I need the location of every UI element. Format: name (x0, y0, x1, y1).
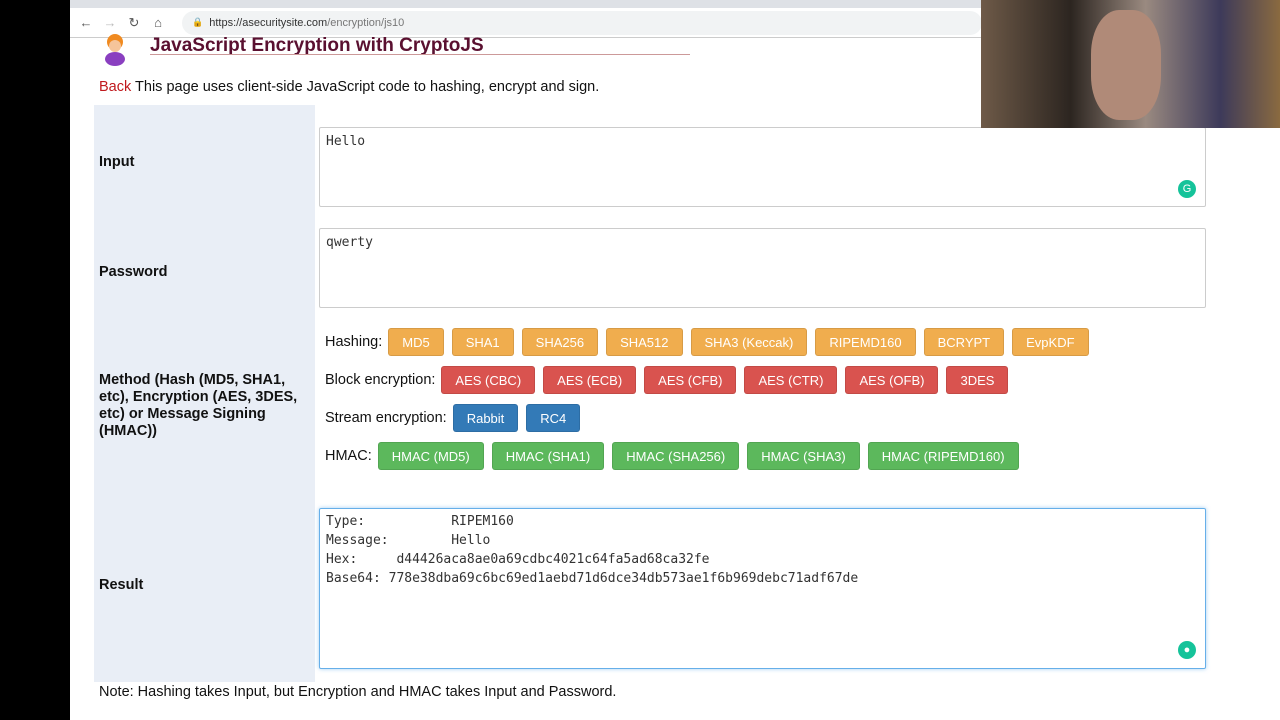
block-button-aes-ofb[interactable]: AES (OFB) (845, 366, 939, 394)
url-host: https://asecuritysite.com (209, 16, 328, 29)
result-textarea[interactable]: Type: RIPEM160 Message: Hello Hex: d4442… (319, 508, 1206, 669)
hashing-button-ripemd160[interactable]: RIPEMD160 (815, 328, 916, 356)
intro-description: This page uses client-side JavaScript co… (131, 79, 600, 95)
back-link[interactable]: Back (99, 79, 132, 95)
hmac-label: HMAC: (325, 448, 372, 464)
logo-icon (105, 34, 125, 66)
stream-button-rc4[interactable]: RC4 (526, 404, 581, 432)
hashing-button-sha1[interactable]: SHA1 (451, 328, 514, 356)
reload-icon[interactable]: ↻ (128, 14, 140, 30)
grammarly-icon[interactable]: ● (1178, 641, 1196, 659)
method-label: Method (Hash (MD5, SHA1, etc), Encryptio… (94, 325, 315, 487)
hashing-button-sha512[interactable]: SHA512 (606, 328, 683, 356)
intro-text: Back This page uses client-side JavaScri… (99, 79, 599, 95)
address-bar[interactable]: 🔒 https://asecuritysite.com/encryption/j… (182, 10, 982, 35)
home-icon[interactable]: ⌂ (154, 15, 162, 30)
stream-button-rabbit[interactable]: Rabbit (452, 404, 519, 432)
forward-arrow-icon[interactable]: → (103, 15, 117, 30)
hmac-button-hmac-ripemd160[interactable]: HMAC (RIPEMD160) (867, 442, 1019, 470)
hmac-button-hmac-sha1[interactable]: HMAC (SHA1) (491, 442, 605, 470)
block-button-aes-cfb[interactable]: AES (CFB) (644, 366, 737, 394)
tab-strip[interactable] (70, 0, 1280, 8)
hashing-button-sha3-keccak[interactable]: SHA3 (Keccak) (690, 328, 808, 356)
result-label: Result (94, 487, 315, 682)
block-button-aes-cbc[interactable]: AES (CBC) (441, 366, 536, 394)
hashing-button-md5[interactable]: MD5 (388, 328, 444, 356)
block-encryption-label: Block encryption: (325, 372, 436, 388)
hmac-button-hmac-md5[interactable]: HMAC (MD5) (377, 442, 484, 470)
hashing-button-evpkdf[interactable]: EvpKDF (1012, 328, 1089, 356)
grammarly-icon[interactable]: G (1178, 180, 1196, 198)
hmac-row: HMAC: HMAC (MD5)HMAC (SHA1)HMAC (SHA256)… (325, 442, 1027, 470)
password-textarea[interactable]: qwerty (319, 228, 1206, 308)
url-path: /encryption/js10 (327, 16, 405, 29)
block-button-aes-ctr[interactable]: AES (CTR) (744, 366, 838, 394)
hashing-button-bcrypt[interactable]: BCRYPT (923, 328, 1005, 356)
input-label: Input (94, 105, 315, 219)
hmac-button-hmac-sha3[interactable]: HMAC (SHA3) (747, 442, 860, 470)
block-encryption-row: Block encryption: AES (CBC)AES (ECB)AES … (325, 366, 1016, 394)
presenter-video (1091, 10, 1161, 120)
input-textarea[interactable]: Hello (319, 127, 1206, 207)
hashing-label: Hashing: (325, 334, 383, 350)
note-text: Note: Hashing takes Input, but Encryptio… (99, 684, 617, 700)
back-arrow-icon[interactable]: ← (79, 15, 93, 30)
webcam-overlay (981, 0, 1280, 128)
lock-icon: 🔒 (192, 17, 204, 27)
block-button-aes-ecb[interactable]: AES (ECB) (543, 366, 637, 394)
password-label: Password (94, 219, 315, 325)
page-title: JavaScript Encryption with CryptoJS (150, 35, 484, 56)
hmac-button-hmac-sha256[interactable]: HMAC (SHA256) (612, 442, 740, 470)
stream-encryption-label: Stream encryption: (325, 410, 447, 426)
block-button-3des[interactable]: 3DES (946, 366, 1009, 394)
title-divider (150, 54, 690, 55)
hashing-button-sha256[interactable]: SHA256 (521, 328, 599, 356)
